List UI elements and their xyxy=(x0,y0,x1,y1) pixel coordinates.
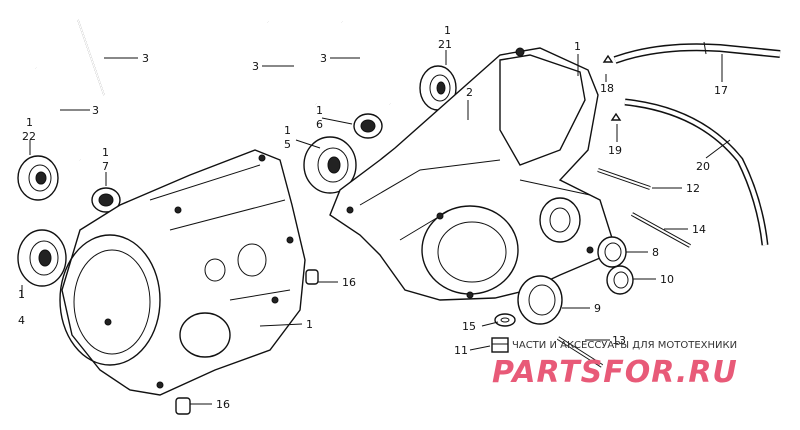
label-3: 3 xyxy=(142,52,149,65)
needle-bearing-6 xyxy=(353,113,383,139)
label-5: 5 xyxy=(284,138,291,151)
label-1: 1 xyxy=(284,124,291,137)
label-2: 2 xyxy=(466,86,473,99)
label-9: 9 xyxy=(594,302,601,315)
washer-15 xyxy=(494,313,516,327)
left-crankcase xyxy=(59,149,306,396)
watermark-brand: PARTSFOR.RU xyxy=(492,355,738,390)
label-3: 3 xyxy=(252,60,259,73)
clip-19 xyxy=(610,112,622,121)
label-10: 10 xyxy=(660,273,674,286)
oil-seal-10 xyxy=(606,265,634,295)
label-17: 17 xyxy=(714,84,728,97)
bearing-21 xyxy=(419,65,457,111)
label-1: 1 xyxy=(102,146,109,159)
label-6: 6 xyxy=(316,118,323,131)
label-7: 7 xyxy=(102,160,109,173)
bearing-22 xyxy=(17,155,59,201)
clip-18 xyxy=(602,54,614,63)
label-19: 19 xyxy=(608,144,622,157)
dowel-pin-16-lower xyxy=(175,397,191,415)
drain-bolt-11 xyxy=(491,337,509,353)
right-crankcase xyxy=(329,47,613,301)
label-1: 1 xyxy=(306,318,313,331)
label-12: 12 xyxy=(686,182,700,195)
watermark-logo: ЧАСТИ И АКСЕССУАРЫ ДЛЯ МОТОТЕХНИКИ PARTS… xyxy=(492,340,738,390)
label-1: 1 xyxy=(18,288,25,301)
label-14: 14 xyxy=(692,223,706,236)
label-16: 16 xyxy=(342,276,356,289)
label-4: 4 xyxy=(18,314,25,327)
leader-lines xyxy=(21,50,731,405)
label-1: 1 xyxy=(444,24,451,37)
bolt-14 xyxy=(631,212,691,248)
oil-seal-8 xyxy=(597,236,627,268)
bolt-12 xyxy=(597,168,651,190)
drain-hose-20 xyxy=(624,98,769,246)
label-1: 1 xyxy=(26,116,33,129)
label-13: 13 xyxy=(612,334,626,347)
label-8: 8 xyxy=(652,246,659,259)
bearing-4 xyxy=(17,229,67,287)
label-18: 18 xyxy=(600,82,614,95)
needle-bearing-7 xyxy=(91,187,121,213)
oil-seal-9 xyxy=(517,275,563,325)
label-1: 1 xyxy=(574,40,581,53)
label-11: 11 xyxy=(454,344,468,357)
label-16: 16 xyxy=(216,398,230,411)
stud-bolt-upper-left xyxy=(77,19,105,96)
dowel-pin-16-upper xyxy=(305,269,319,285)
stud-bolt-center-left xyxy=(266,21,318,105)
part-number-labels: 3 3 3 3 1 22 1 7 1 4 1 21 1 6 1 5 2 1 18… xyxy=(18,24,728,411)
label-3: 3 xyxy=(92,104,99,117)
bearing-5 xyxy=(303,136,357,194)
label-20: 20 xyxy=(696,160,710,173)
label-22: 22 xyxy=(22,130,36,143)
breather-hose-17 xyxy=(613,41,781,64)
label-1: 1 xyxy=(316,104,323,117)
stud-bolt-lower-left xyxy=(34,67,82,161)
label-21: 21 xyxy=(438,38,452,51)
watermark-tagline: ЧАСТИ И АКСЕССУАРЫ ДЛЯ МОТОТЕХНИКИ xyxy=(512,340,737,351)
label-3: 3 xyxy=(320,52,327,65)
label-15: 15 xyxy=(462,320,476,333)
stud-bolt-center-right xyxy=(340,21,392,105)
bolt-13 xyxy=(556,336,604,368)
